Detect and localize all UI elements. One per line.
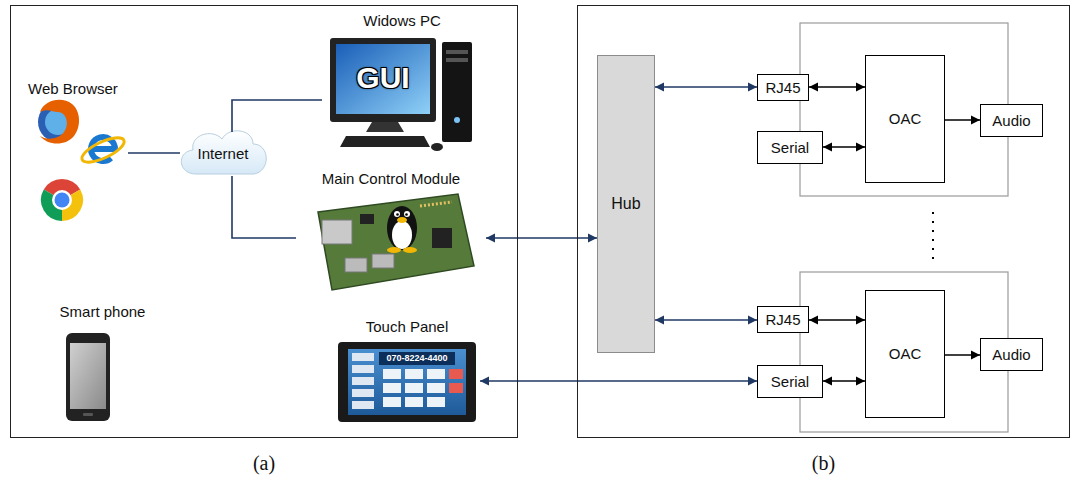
touch-panel-illustration: [338, 342, 476, 422]
box-label: Serial: [771, 139, 809, 157]
control-module: Main Control Module: [296, 170, 486, 295]
phone-number: 070-8224-4400: [386, 354, 447, 364]
connector-line: [480, 380, 757, 382]
panel-caption: (b): [812, 451, 835, 475]
connector-line: [655, 319, 757, 321]
phone-device: Smart phone: [40, 303, 165, 423]
box-label: Audio: [992, 346, 1030, 364]
module-outline: [800, 272, 1008, 432]
panel-frame: (a)Web BrowserInternetWidows PCMain Cont…: [10, 5, 518, 438]
box-label: Serial: [771, 373, 809, 391]
device-label: Touch Panel: [366, 318, 449, 336]
firefox-icon: [38, 100, 79, 144]
port-box: RJ45: [757, 306, 809, 333]
connector: [823, 143, 865, 152]
arrow-head: [856, 316, 865, 325]
box-label: Hub: [611, 194, 640, 213]
box-label: Audio: [992, 112, 1030, 130]
controller-box: OAC: [865, 290, 945, 418]
panel-caption: (a): [253, 451, 275, 475]
connector: [128, 153, 180, 154]
connector-line: [486, 237, 597, 239]
ie-icon: [79, 133, 127, 167]
cloud-label: Internet: [198, 145, 249, 163]
arrow-head: [856, 143, 865, 152]
arrow-head: [588, 234, 597, 243]
arrow-head: [655, 83, 664, 92]
browser-group: Web Browser: [18, 80, 128, 226]
arrow-head: [655, 316, 664, 325]
port-box: RJ45: [757, 74, 809, 101]
arrow-head: [856, 377, 865, 386]
arrow-head: [480, 377, 489, 386]
device-label: Smart phone: [60, 303, 146, 321]
connector: [823, 377, 865, 386]
connector: [945, 351, 980, 360]
device-label: Main Control Module: [322, 170, 460, 188]
connector-line: [232, 176, 296, 238]
connector: [945, 116, 980, 125]
port-box: Serial: [757, 365, 823, 398]
arrow-head: [486, 234, 495, 243]
device-label: Web Browser: [28, 80, 118, 98]
connector: [655, 83, 757, 92]
connector: [809, 83, 865, 92]
connector-line: [655, 86, 757, 88]
arrow-head: [809, 316, 818, 325]
arrow-head: [856, 83, 865, 92]
controller-box: OAC: [865, 55, 945, 183]
arrow-head: [748, 316, 757, 325]
panel-frame: (b)HubRJ45SerialOACAudioRJ45SerialOACAud…: [577, 5, 1070, 438]
arrow-head: [971, 351, 980, 360]
internet-cloud-node: Internet: [180, 132, 266, 176]
output-box: Audio: [980, 338, 1043, 371]
connector: [480, 377, 757, 386]
connector: [809, 316, 865, 325]
box-label: OAC: [889, 345, 922, 363]
connector: [655, 316, 757, 325]
board-illustration: [318, 194, 474, 290]
port-box: Serial: [757, 131, 823, 164]
chrome-icon: [41, 179, 83, 221]
pc-illustration: [330, 38, 472, 151]
screen-text: GUI: [356, 61, 409, 94]
arrow-head: [823, 377, 832, 386]
connector: [232, 100, 322, 132]
module-outline: [800, 23, 1008, 196]
connector-line: [128, 152, 180, 154]
connector-line: [232, 100, 322, 132]
touch-panel-device: Touch Panel: [334, 318, 480, 426]
arrow-head: [823, 143, 832, 152]
arrow-head: [809, 83, 818, 92]
arrow-head: [971, 116, 980, 125]
device-label: Widows PC: [363, 12, 441, 30]
box-label: RJ45: [765, 311, 800, 329]
connector: [232, 176, 296, 238]
hub-box: Hub: [597, 55, 655, 353]
arrow-head: [748, 377, 757, 386]
phone-illustration: [66, 333, 110, 421]
internet-cloud: [181, 131, 266, 174]
ellipsis-dots: [932, 212, 934, 262]
output-box: Audio: [980, 104, 1043, 137]
box-label: OAC: [889, 110, 922, 128]
box-label: RJ45: [765, 79, 800, 97]
arrow-head: [748, 83, 757, 92]
connector: [486, 234, 597, 243]
